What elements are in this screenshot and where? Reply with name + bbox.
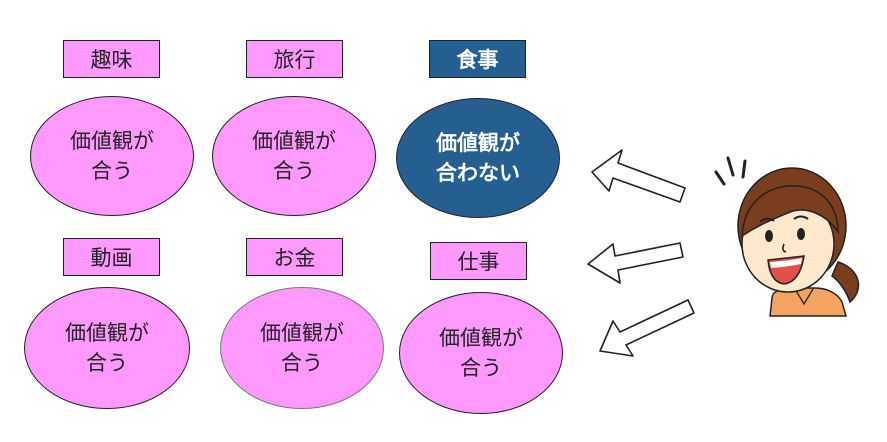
topic-bubble-money: 価値観が合う <box>220 287 384 409</box>
bubble-line1: 価値観が <box>70 128 154 153</box>
arrow-left-icon <box>591 149 686 203</box>
bubble-line1: 価値観が <box>252 128 336 153</box>
arrow-left-icon <box>599 299 695 357</box>
bubble-line2: 合う <box>91 159 133 183</box>
topic-label-food: 食事 <box>429 40 526 78</box>
bubble-line1: 価値観が <box>65 320 149 345</box>
bubble-line2: 合う <box>281 351 323 375</box>
bubble-line1: 価値観が <box>439 325 523 350</box>
bubble-line1: 価値観が <box>436 130 520 155</box>
topic-label-travel: 旅行 <box>246 40 343 78</box>
bubble-line2: 合う <box>273 159 315 183</box>
topic-bubble-hobby: 価値観が合う <box>30 96 194 216</box>
topic-label-video: 動画 <box>63 238 160 276</box>
topic-label-money: お金 <box>246 238 343 276</box>
bubble-line2: 合わない <box>436 161 520 185</box>
arrow-left-icon <box>587 242 684 284</box>
bubble-line1: 価値観が <box>260 320 344 345</box>
topic-label-work: 仕事 <box>430 242 527 280</box>
bubble-line2: 合う <box>460 356 502 380</box>
bubble-line2: 合う <box>86 351 128 375</box>
topic-bubble-food: 価値観が合わない <box>396 98 560 218</box>
topic-bubble-video: 価値観が合う <box>24 287 190 409</box>
topic-label-hobby: 趣味 <box>63 40 160 78</box>
topic-bubble-work: 価値観が合う <box>399 292 563 414</box>
topic-bubble-travel: 価値観が合う <box>212 96 376 216</box>
person-icon <box>714 156 860 317</box>
